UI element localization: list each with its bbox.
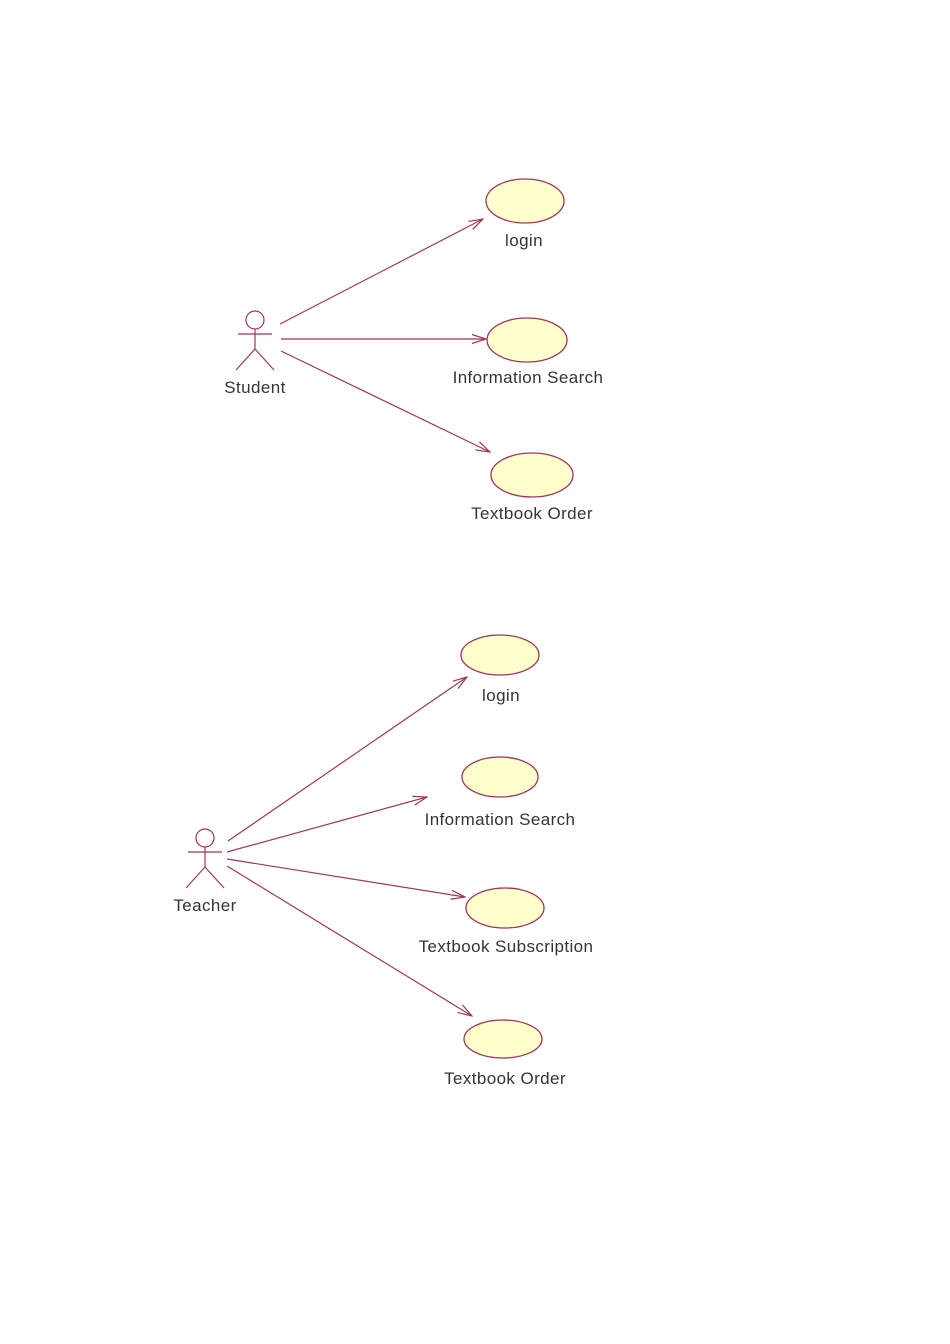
connector-teacher-textbook-order: [226, 865, 472, 1016]
use-case-ellipse: [485, 178, 565, 224]
use-case-ellipse: [465, 887, 545, 929]
use-case-label: Textbook Order: [471, 504, 593, 523]
actor-left-leg-icon: [235, 348, 256, 371]
use-case-label: login: [482, 686, 520, 705]
connector-teacher-login: [227, 677, 467, 842]
use-case-textbook-subscription: Textbook Subscription: [419, 887, 594, 956]
actor-head-icon: [245, 310, 265, 330]
actor-head-icon: [195, 828, 215, 848]
connector-teacher-information-search: [226, 797, 427, 853]
use-case-login: login: [460, 634, 540, 705]
use-case-label: login: [505, 231, 543, 250]
use-case-label: Information Search: [453, 368, 604, 387]
use-case-ellipse: [486, 317, 568, 363]
use-case-information-search: Information Search: [453, 317, 604, 387]
actor-left-leg-icon: [185, 866, 206, 889]
use-case-ellipse: [461, 756, 539, 798]
teacher-diagram: Teacher login Information Search Textboo…: [173, 634, 594, 1088]
use-case-ellipse: [463, 1019, 543, 1059]
use-case-textbook-order: Textbook Order: [471, 452, 593, 523]
actor-right-leg-icon: [204, 866, 225, 889]
student-diagram: Student login Information Search Textboo…: [224, 178, 604, 523]
use-case-label: Textbook Subscription: [419, 937, 594, 956]
connector-student-textbook-order: [280, 350, 490, 452]
use-case-ellipse: [490, 452, 574, 498]
use-case-label: Information Search: [425, 810, 576, 829]
use-case-textbook-order: Textbook Order: [444, 1019, 566, 1088]
use-case-information-search: Information Search: [425, 756, 576, 829]
use-case-ellipse: [460, 634, 540, 676]
actor-right-leg-icon: [254, 348, 275, 371]
actor-teacher: Teacher: [173, 828, 236, 915]
connector-student-login: [279, 219, 483, 325]
use-case-label: Textbook Order: [444, 1069, 566, 1088]
use-case-login: login: [485, 178, 565, 250]
actor-label: Student: [224, 378, 285, 397]
actor-student: Student: [224, 310, 285, 397]
connector-teacher-textbook-subscription: [226, 858, 465, 897]
actor-label: Teacher: [173, 896, 236, 915]
